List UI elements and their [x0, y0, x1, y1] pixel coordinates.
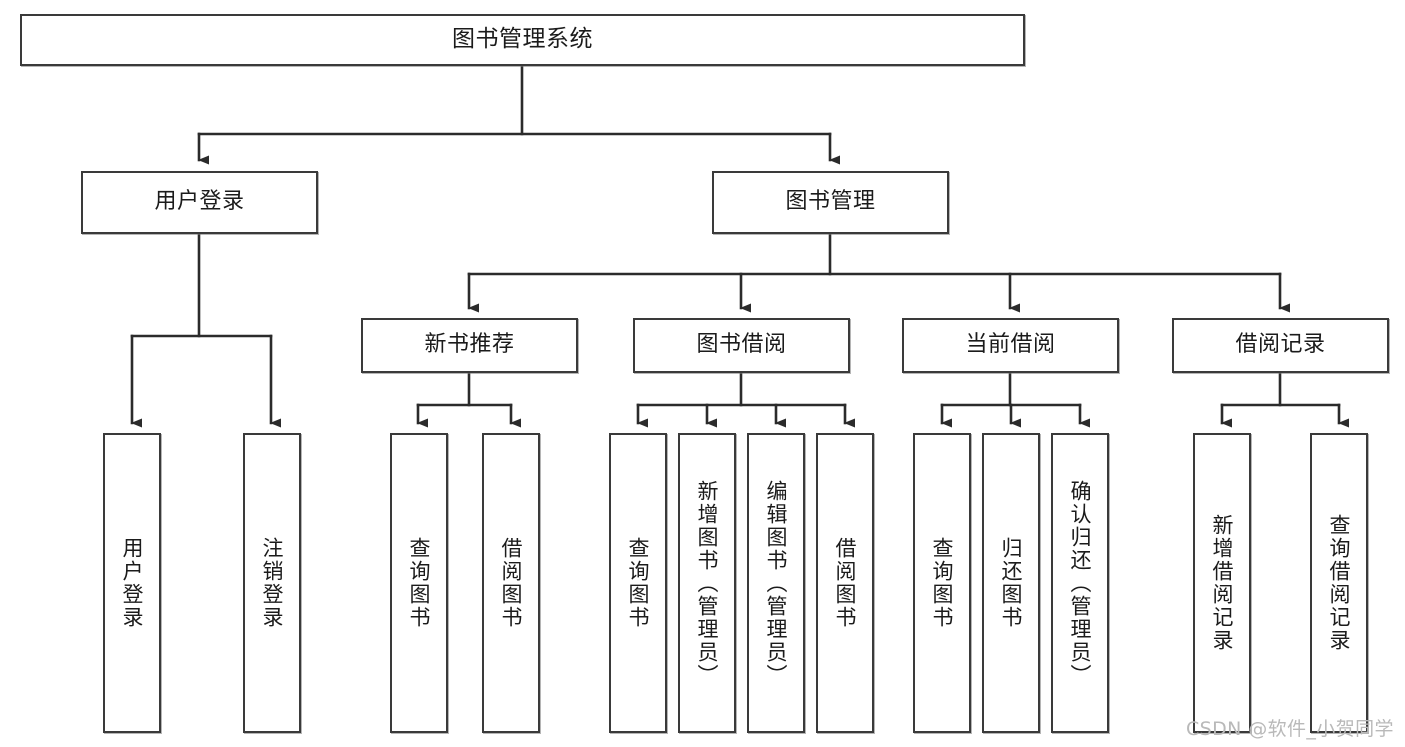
leaf-book-borrow-query-book[interactable]: 查询图书 [609, 433, 667, 733]
node-label: 图书管理 [785, 189, 876, 215]
node-label: 新增借阅记录 [1210, 514, 1235, 652]
node-label: 图书管理系统 [452, 26, 593, 53]
leaf-user-login-signin[interactable]: 用户登录 [103, 433, 161, 733]
node-label: 新增图书（管理员） [695, 479, 720, 687]
leaf-user-login-signout[interactable]: 注销登录 [243, 433, 301, 733]
node-label: 查询借阅记录 [1327, 514, 1352, 652]
node-book-borrow[interactable]: 图书借阅 [633, 318, 850, 373]
node-label: 归还图书 [999, 537, 1024, 629]
node-label: 查询图书 [626, 537, 651, 629]
node-label: 用户登录 [154, 189, 245, 215]
node-label: 查询图书 [407, 537, 432, 629]
node-new-book-recommendation[interactable]: 新书推荐 [361, 318, 578, 373]
node-label: 新书推荐 [424, 332, 515, 358]
leaf-borrow-record-add-record[interactable]: 新增借阅记录 [1193, 433, 1251, 733]
node-label: 借阅图书 [833, 537, 858, 629]
node-borrow-record[interactable]: 借阅记录 [1172, 318, 1389, 373]
leaf-new-book-query-book[interactable]: 查询图书 [390, 433, 448, 733]
leaf-borrow-record-query-record[interactable]: 查询借阅记录 [1310, 433, 1368, 733]
node-root-book-management-system[interactable]: 图书管理系统 [20, 14, 1025, 66]
leaf-book-borrow-edit-book-admin[interactable]: 编辑图书（管理员） [747, 433, 805, 733]
node-current-borrow[interactable]: 当前借阅 [902, 318, 1119, 373]
leaf-current-borrow-confirm-return-admin[interactable]: 确认归还（管理员） [1051, 433, 1109, 733]
node-book-management[interactable]: 图书管理 [712, 171, 949, 234]
leaf-current-borrow-query-book[interactable]: 查询图书 [913, 433, 971, 733]
leaf-book-borrow-borrow-book[interactable]: 借阅图书 [816, 433, 874, 733]
node-label: 注销登录 [260, 537, 285, 629]
node-label: 当前借阅 [965, 332, 1056, 358]
leaf-new-book-borrow-book[interactable]: 借阅图书 [482, 433, 540, 733]
node-label: 用户登录 [120, 537, 145, 629]
watermark-text: CSDN @软件_小贺同学 [1186, 718, 1394, 740]
node-label: 确认归还（管理员） [1068, 479, 1093, 687]
leaf-current-borrow-return-book[interactable]: 归还图书 [982, 433, 1040, 733]
node-label: 编辑图书（管理员） [764, 479, 789, 687]
leaf-book-borrow-add-book-admin[interactable]: 新增图书（管理员） [678, 433, 736, 733]
node-label: 借阅图书 [499, 537, 524, 629]
node-label: 借阅记录 [1235, 332, 1326, 358]
node-user-login[interactable]: 用户登录 [81, 171, 318, 234]
node-label: 图书借阅 [696, 332, 787, 358]
node-label: 查询图书 [930, 537, 955, 629]
